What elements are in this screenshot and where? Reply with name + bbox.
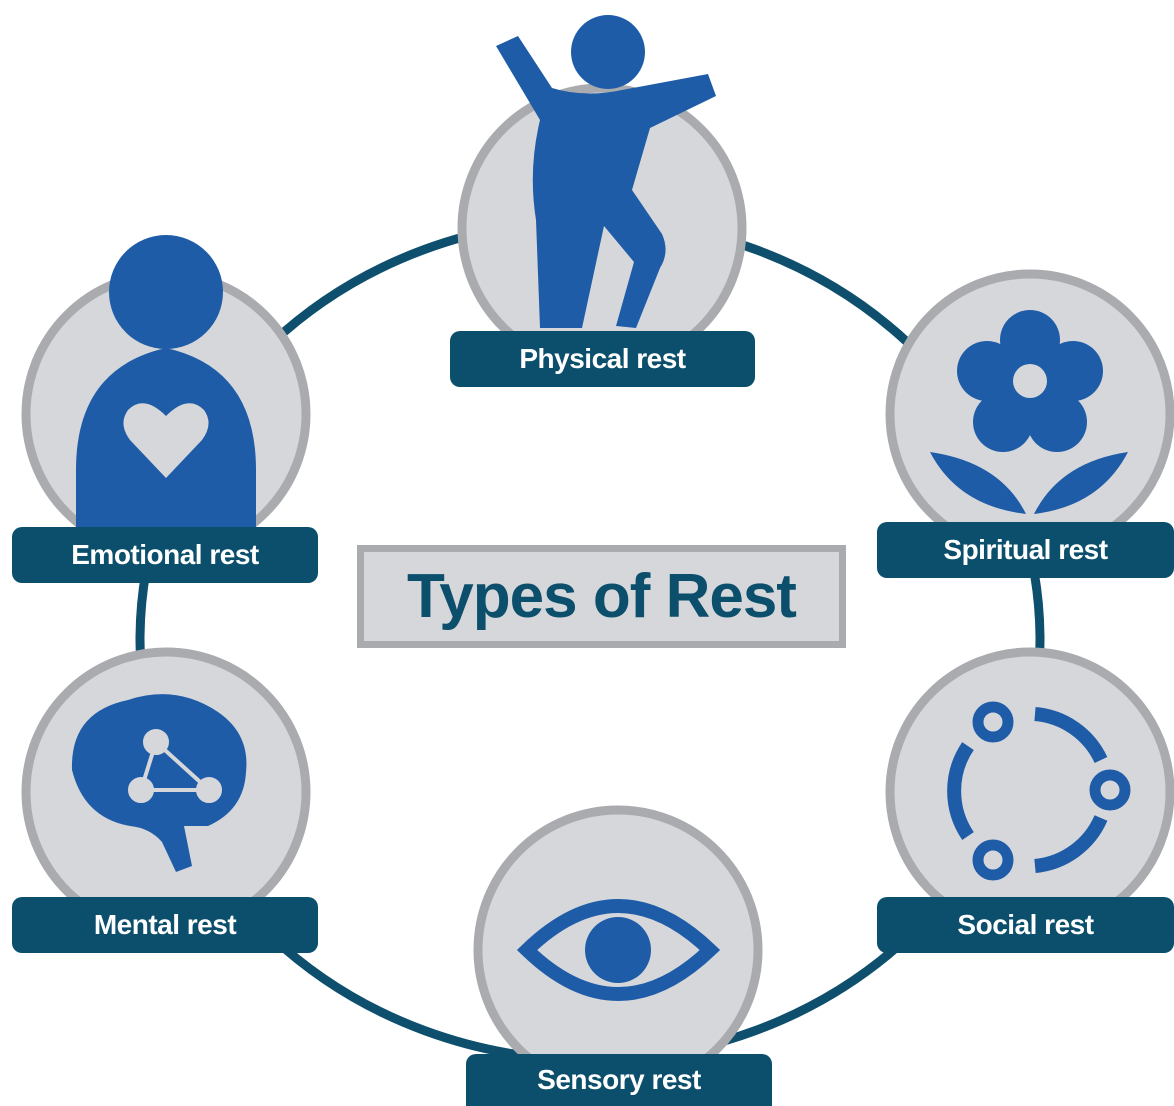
node-sensory-rest: [473, 805, 763, 1095]
brain-icon: [71, 694, 247, 872]
node-emotional-rest: [21, 235, 311, 559]
sensory-rest-label: Sensory rest: [466, 1054, 772, 1106]
connected-nodes-icon: [947, 701, 1131, 881]
person-heart-icon: [76, 235, 256, 530]
dancing-person-icon: [496, 15, 716, 328]
title-box: Types of Rest: [357, 545, 846, 648]
spiritual-rest-label: Spiritual rest: [877, 522, 1174, 578]
node-social-rest: [885, 647, 1174, 937]
social-rest-label: Social rest: [877, 897, 1174, 953]
node-physical-rest: [457, 15, 747, 373]
node-spiritual-rest: [885, 269, 1174, 559]
flower-icon: [930, 310, 1128, 514]
mental-rest-label: Mental rest: [12, 897, 318, 953]
physical-rest-label: Physical rest: [450, 331, 755, 387]
eye-icon: [516, 899, 721, 1001]
node-mental-rest: [21, 647, 311, 937]
emotional-rest-label: Emotional rest: [12, 527, 318, 583]
diagram-title: Types of Rest: [407, 562, 797, 631]
